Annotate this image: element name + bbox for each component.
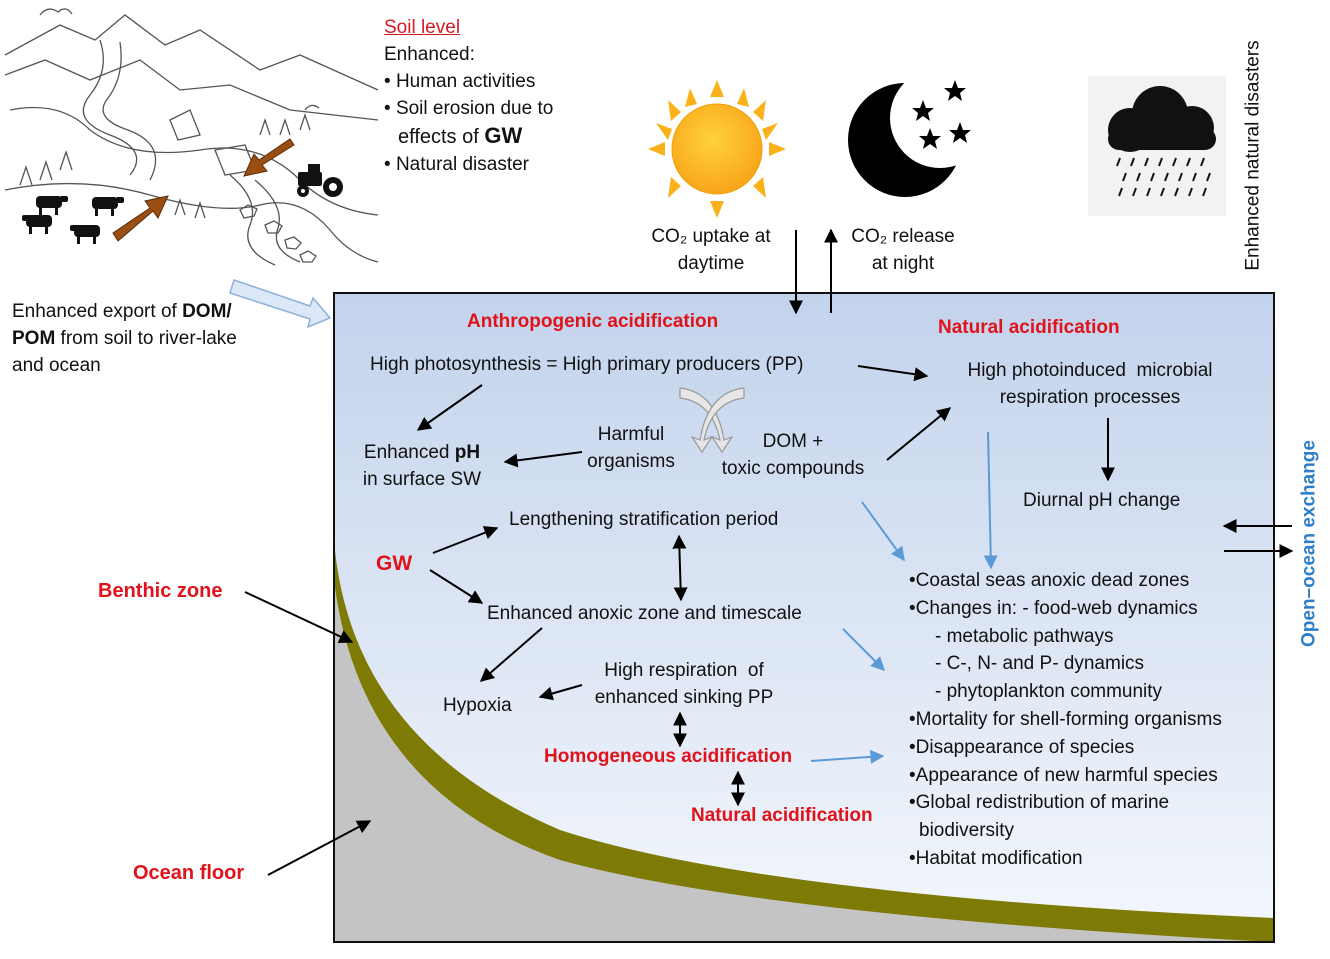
export-text: Enhanced export of (12, 301, 183, 322)
export-note: Enhanced export of DOM/ POM from soil to… (12, 298, 237, 379)
runoff-arrow-right (243, 138, 295, 177)
cows-icon (22, 196, 124, 244)
ph-bold: pH (454, 442, 481, 463)
soil-item-text: Natural disaster (395, 154, 529, 175)
natural-heading-top: Natural acidification (938, 317, 1120, 338)
anthropogenic-heading: Anthropogenic acidification (467, 311, 719, 332)
node-line: organisms (587, 451, 675, 472)
co2-uptake-line: daytime (677, 253, 745, 274)
moon-icon (848, 68, 990, 197)
blue-arrow-homogeneous-to-impacts (810, 749, 885, 764)
impact-item: •Coastal seas anoxic dead zones (909, 570, 1190, 591)
node-line: enhanced sinking PP (594, 687, 774, 708)
impacts-list: •Coastal seas anoxic dead zones •Changes… (909, 567, 1222, 873)
soil-item-text: Soil erosion due to (395, 98, 554, 119)
soil-intro: Enhanced: (384, 44, 475, 65)
soil-panel: Soil level Enhanced: • Human activities … (384, 14, 553, 178)
sun-icon (648, 80, 786, 218)
arrow-respiration-to-hypoxia (538, 684, 583, 701)
soil-item-text: effects of (398, 126, 479, 148)
natural-heading-bottom: Natural acidification (691, 805, 873, 826)
node-line: DOM + (762, 431, 824, 452)
co2-uptake-line: CO₂ uptake at (651, 226, 771, 247)
node-high-respiration: High respiration of enhanced sinking PP (584, 657, 784, 711)
node-stratification: Lengthening stratification period (509, 509, 779, 530)
node-line: Enhanced (363, 442, 455, 463)
node-diurnal-ph: Diurnal pH change (1023, 490, 1181, 511)
node-line: High photoinduced microbial (967, 360, 1213, 381)
soil-item: • Soil erosion due to (384, 98, 554, 119)
soil-item: • Human activities (384, 71, 536, 92)
arrow-ocean-floor-pointer (267, 820, 372, 876)
co2-uptake-label: CO₂ uptake at daytime (636, 223, 786, 277)
export-arrow (229, 279, 332, 329)
stars-icon (912, 80, 971, 149)
node-line: Harmful (597, 424, 665, 445)
arrow-photosynthesis-to-ph (416, 384, 483, 431)
tractor-icon (297, 164, 343, 197)
landscape-sketch (2, 2, 380, 274)
node-dom-toxic: DOM + toxic compounds (710, 428, 876, 482)
homogeneous-heading: Homogeneous acidification (544, 746, 793, 767)
benthic-band (334, 540, 1274, 942)
impact-item: •Changes in: - food-web dynamics (909, 597, 1198, 619)
export-bold: POM (12, 328, 56, 349)
impact-item-cont: biodiversity (919, 820, 1015, 842)
ocean-floor-label: Ocean floor (133, 862, 245, 884)
node-line: in surface SW (362, 469, 482, 490)
gw-heading: GW (376, 552, 413, 575)
blue-arrow-respiration-to-impacts (983, 431, 998, 570)
node-anoxic-zone: Enhanced anoxic zone and timescale (487, 603, 802, 624)
node-hypoxia: Hypoxia (443, 695, 512, 716)
node-enhanced-ph: Enhanced pH in surface SW (352, 439, 492, 493)
co2-release-label: CO₂ release at night (838, 223, 968, 277)
export-text: from soil to river-lake (55, 328, 237, 349)
blue-arrow-dom-to-impacts (861, 501, 905, 562)
impact-subitem: - metabolic pathways (935, 625, 1114, 647)
rain-cloud-icon (1088, 76, 1226, 216)
ocean-floor-area (334, 555, 1274, 942)
arrow-gw-to-anoxic (429, 569, 484, 604)
co2-release-line: at night (871, 253, 935, 274)
impact-item: •Habitat modification (909, 847, 1083, 869)
soil-gw: GW (484, 123, 523, 148)
soil-item: • Natural disaster (384, 154, 529, 175)
impact-item: •Disappearance of species (909, 736, 1135, 758)
impact-subitem: - phytoplankton community (935, 681, 1163, 703)
arrow-stratification-anoxic (672, 534, 688, 602)
soil-item-text: Human activities (395, 71, 536, 92)
arrow-anoxic-to-hypoxia (479, 627, 543, 682)
benthic-label: Benthic zone (98, 580, 223, 602)
export-text: and ocean (12, 355, 101, 376)
soil-item-cont: effects of GW (384, 122, 553, 151)
impact-item: •Mortality for shell-forming organisms (909, 708, 1222, 730)
node-line: toxic compounds (721, 458, 865, 479)
blue-arrow-anoxic-to-impacts (842, 628, 885, 671)
arrow-dom-to-respiration (886, 407, 952, 461)
node-photoinduced-respiration: High photoinduced microbial respiration … (945, 357, 1235, 411)
impact-item: •Global redistribution of marine (909, 792, 1170, 814)
arrow-harmful-to-ph (503, 451, 583, 468)
impact-item: •Appearance of new harmful species (909, 764, 1218, 786)
node-harmful-organisms: Harmful organisms (576, 421, 686, 475)
disasters-label: Enhanced natural disasters (1242, 40, 1264, 271)
impact-subitem: - C-, N- and P- dynamics (935, 653, 1145, 675)
soil-title: Soil level (384, 17, 461, 38)
exchange-curved-arrows (679, 387, 745, 454)
runoff-arrow-left (112, 195, 169, 242)
node-line: High respiration of (604, 660, 764, 681)
node-line: respiration processes (999, 387, 1181, 408)
export-bold: DOM/ (182, 301, 232, 322)
open-ocean-label: Open–ocean exchange (1298, 440, 1320, 647)
node-high-photosynthesis: High photosynthesis = High primary produ… (370, 354, 804, 375)
arrow-gw-to-stratification (432, 526, 499, 554)
arrow-benthic-pointer (244, 591, 354, 644)
co2-release-line: CO₂ release (851, 226, 955, 247)
arrow-photosynthesis-to-respiration (857, 365, 929, 382)
